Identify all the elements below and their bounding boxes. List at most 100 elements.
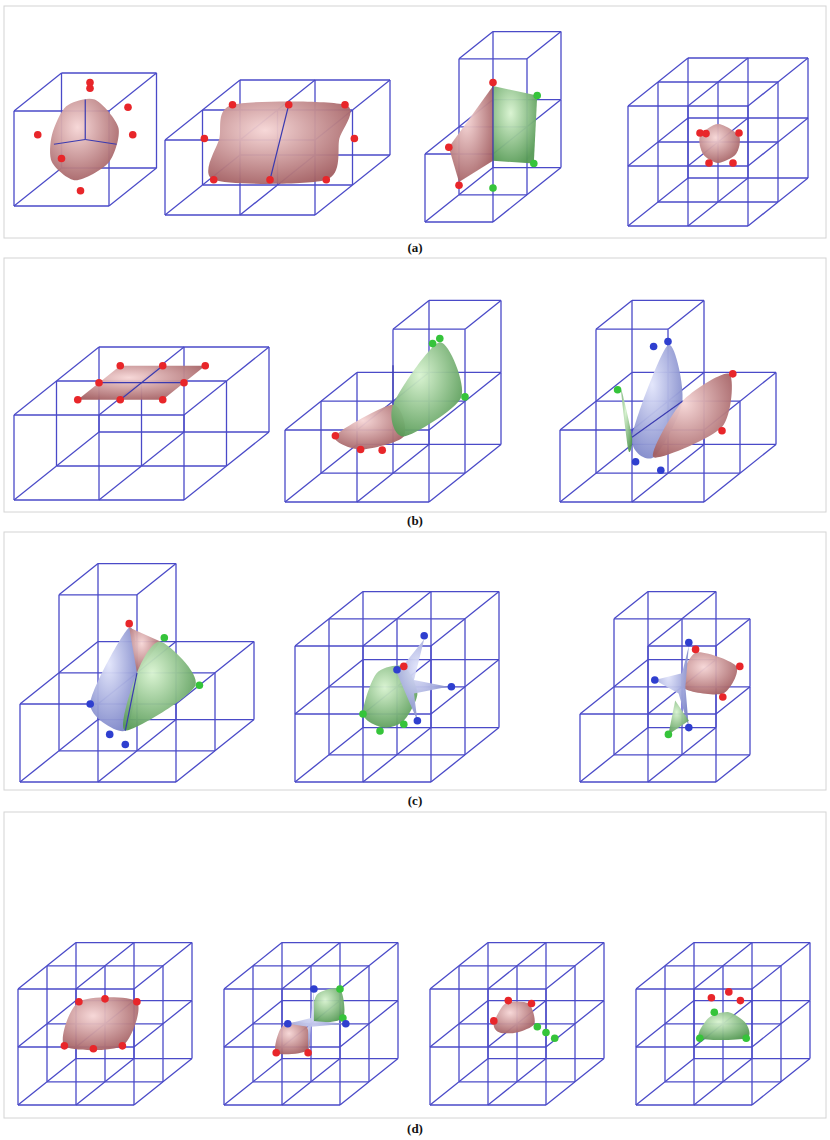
hex-edge	[99, 499, 184, 500]
hex-edge	[464, 619, 465, 687]
hex-edge	[13, 111, 14, 206]
vertex-dot	[90, 1045, 98, 1053]
hex-edge	[648, 645, 716, 646]
vertex-dot	[489, 79, 497, 87]
hex-edge	[749, 687, 750, 755]
hex-edge	[363, 619, 397, 646]
hex-edge	[295, 781, 363, 782]
panel-label: (b)	[404, 513, 426, 529]
hex-edge	[282, 1104, 340, 1105]
hex-edge	[98, 751, 137, 782]
hex-edge	[465, 728, 499, 755]
hex-edge	[369, 1001, 398, 1024]
dual-sheet-surface	[449, 86, 493, 182]
hex-edge	[459, 943, 488, 966]
hex-edge	[574, 966, 575, 1024]
hex-edge	[498, 592, 499, 660]
hex-edge	[628, 82, 658, 106]
hex-edge	[163, 1001, 192, 1024]
vertex-dot	[729, 370, 737, 378]
hex-edge	[18, 1104, 76, 1105]
hex-edge	[14, 73, 62, 111]
hex-mesh-figure	[430, 943, 604, 1105]
hex-edge	[723, 943, 752, 966]
panel-frame	[4, 532, 826, 790]
hex-edge	[46, 1024, 47, 1082]
hex-edge	[488, 1058, 546, 1059]
vertex-dot	[490, 1017, 498, 1025]
hex-edge	[18, 988, 76, 989]
hex-edge	[627, 166, 628, 226]
vertex-dot	[95, 379, 103, 387]
hex-edge	[752, 966, 781, 989]
hex-edge	[614, 592, 648, 619]
vertex-dot	[133, 998, 141, 1006]
hex-edge	[575, 1001, 604, 1024]
hex-edge	[252, 1024, 253, 1082]
hex-edge	[648, 755, 682, 782]
hex-edge	[739, 401, 740, 473]
hex-edge	[809, 943, 810, 1001]
hex-edge	[315, 185, 353, 215]
dual-sheet-surface	[391, 342, 462, 436]
vertex-dot	[455, 181, 463, 189]
hex-edge	[465, 372, 501, 401]
hex-edge	[632, 501, 704, 502]
hex-edge	[488, 1104, 546, 1105]
hex-edge	[493, 31, 561, 32]
hex-edge	[517, 943, 546, 966]
vertex-dot	[696, 1035, 704, 1043]
vertex-dot	[461, 393, 469, 401]
vertex-dot	[528, 1000, 536, 1008]
hex-mesh-figure	[14, 347, 269, 500]
vertex-dot	[736, 663, 744, 671]
vertex-dot	[310, 985, 318, 993]
hex-edge	[253, 1001, 282, 1024]
hex-edge	[493, 167, 561, 168]
vertex-dot	[614, 386, 622, 394]
hex-edge	[693, 1001, 694, 1059]
hex-edge	[636, 988, 694, 989]
hex-edge	[545, 943, 546, 1001]
hex-edge	[162, 966, 163, 1024]
dual-sheet-surface	[275, 1022, 310, 1054]
hex-edge	[295, 645, 363, 646]
vertex-dot	[742, 1035, 750, 1043]
hex-edge	[184, 431, 269, 432]
hex-edge	[459, 32, 493, 59]
hex-edge	[311, 1059, 340, 1082]
hex-edge	[224, 1046, 282, 1047]
vertex-dot	[322, 176, 330, 184]
hex-edge	[353, 80, 391, 110]
hex-edge	[321, 372, 357, 401]
hex-edge	[76, 1082, 105, 1105]
hex-edge	[688, 225, 748, 226]
dual-sheet-surface	[681, 652, 737, 694]
hex-edge	[134, 966, 163, 989]
hex-edge	[321, 444, 357, 473]
hex-edge	[527, 32, 561, 59]
hex-edge	[430, 592, 431, 660]
hex-edge	[76, 942, 134, 943]
hex-edge	[20, 751, 59, 782]
hex-edge	[465, 660, 499, 687]
hex-edge	[429, 989, 430, 1047]
hex-edge	[459, 58, 527, 59]
vertex-dot	[101, 995, 109, 1003]
hex-edge	[658, 58, 688, 82]
hex-edge	[688, 57, 748, 58]
vertex-dot	[530, 160, 538, 168]
hex-edge	[156, 73, 157, 168]
vertex-dot	[533, 92, 541, 100]
hex-edge	[688, 82, 718, 106]
hex-edge	[777, 142, 778, 202]
hex-edge	[777, 82, 778, 142]
hex-edge	[295, 619, 329, 646]
hex-edge	[76, 966, 105, 989]
hex-edge	[137, 720, 176, 751]
hex-edge	[748, 202, 778, 226]
vertex-dot	[393, 666, 401, 674]
hex-edge	[224, 1082, 253, 1105]
hex-edge	[285, 473, 321, 502]
hex-edge	[47, 1059, 76, 1082]
